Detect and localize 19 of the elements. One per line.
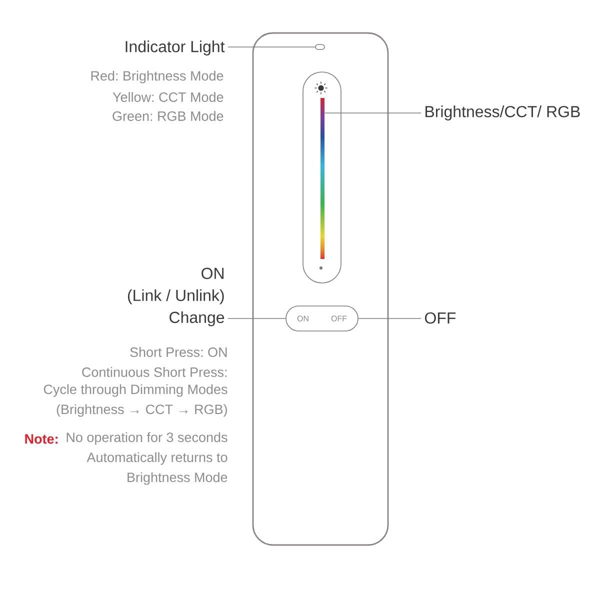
on-off-button: ON OFF — [286, 306, 358, 332]
leader-line — [228, 46, 316, 48]
description-text: Green: RGB Mode — [112, 111, 224, 121]
description-text: Short Press: ON — [130, 347, 227, 357]
indicator-light — [315, 44, 325, 50]
note-label: Note: — [25, 434, 58, 444]
leader-line — [228, 318, 286, 319]
callout-label: Brightness/CCT/ RGB — [426, 106, 580, 120]
callout-label: ON (Link / Unlink) Change — [128, 268, 224, 326]
callout-label: OFF — [424, 312, 456, 324]
slider-bar — [320, 98, 324, 259]
callout-label: Indicator Light — [126, 40, 225, 56]
description-text: Cycle through Dimming Modes (Brightness → CCT → RGB) — [44, 384, 228, 417]
leader-line — [358, 318, 422, 319]
description-text: Red: Brightness Mode — [91, 70, 224, 84]
note-text: No operation for 3 seconds Automatically returns to Brightness Mode — [66, 432, 228, 485]
leader-line — [324, 112, 422, 114]
description-text: Continuous Short Press: — [82, 367, 227, 377]
description-text: Yellow: CCT Mode — [112, 92, 224, 102]
